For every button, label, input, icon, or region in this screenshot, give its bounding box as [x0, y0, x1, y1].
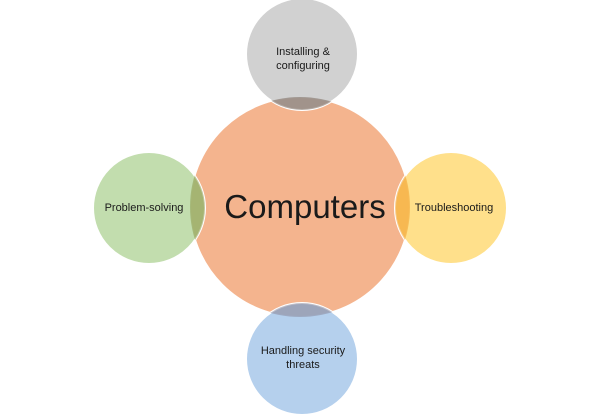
bottom-circle [245, 302, 359, 415]
top-circle [245, 0, 359, 111]
center-circle [189, 96, 411, 318]
right-circle [394, 151, 508, 265]
left-circle [92, 151, 206, 265]
